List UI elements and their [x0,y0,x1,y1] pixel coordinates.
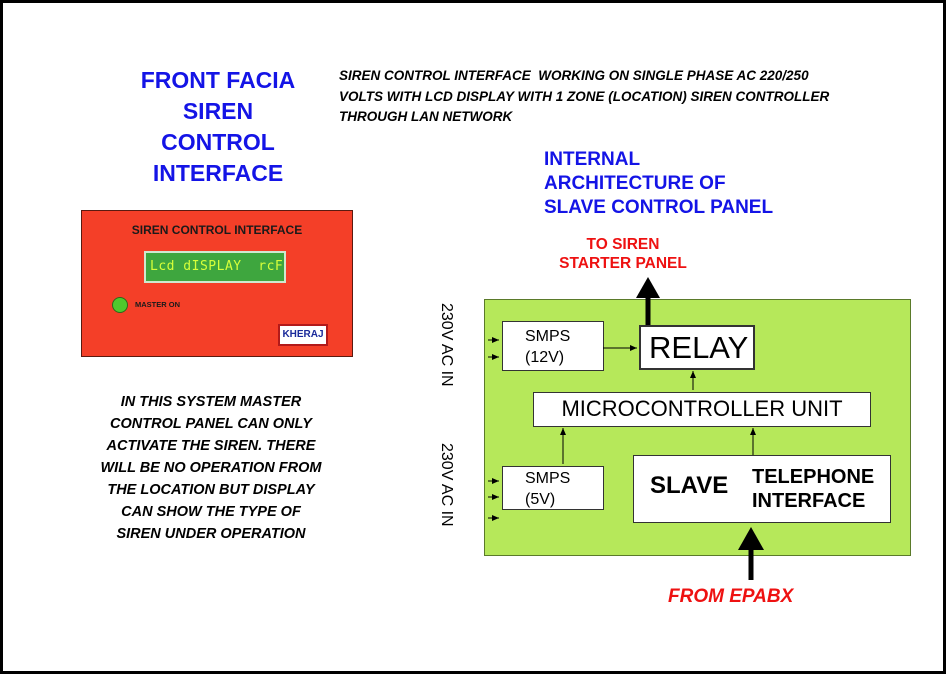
note-line: CONTROL PANEL CAN ONLY [110,416,312,432]
architecture-title-line: SLAVE CONTROL PANEL [544,197,774,218]
panel-label: SIREN CONTROL INTERFACE [131,223,303,237]
relay-block: RELAY [639,325,755,370]
note-line: IN THIS SYSTEM MASTER [120,394,302,410]
front-facia-title-line: INTERFACE [152,160,284,186]
telephone-interface-label: TELEPHONE INTERFACE [752,465,874,513]
interface-line: INTERFACE [752,490,866,512]
telephone-line: TELEPHONE [752,466,875,488]
description-line: VOLTS WITH LCD DISPLAY WITH 1 ZONE (LOCA… [339,88,830,104]
front-facia-title: FRONT FACIA SIREN CONTROL INTERFACE [113,65,323,189]
to-siren-label: TO SIREN STARTER PANEL [548,235,698,273]
slave-label: SLAVE [650,472,729,499]
front-facia-title-line: FRONT FACIA [140,67,296,93]
microcontroller-block: MICROCONTROLLER UNIT [533,392,871,427]
relay-to-siren-arrowhead [636,277,660,298]
note-line: CAN SHOW THE TYPE OF [121,504,301,520]
note-line: ACTIVATE THE SIREN. THERE [106,438,316,454]
from-epabx-label: FROM EPABX [668,586,794,607]
lcd-display: Lcd dISPLAY rcF [144,251,286,283]
brand-logo: KHERAJ [278,324,328,346]
description-line: THROUGH LAN NETWORK [339,109,513,124]
architecture-title-line: INTERNAL [544,149,641,170]
to-siren-line: STARTER PANEL [559,255,687,272]
smps-5v-line1: SMPS [525,470,571,487]
front-facia-title-line: CONTROL [161,129,275,155]
note-line: THE LOCATION BUT DISPLAY [107,482,315,498]
smps-5v-line2: (5V) [525,491,556,508]
architecture-title-line: ARCHITECTURE OF [544,173,726,194]
architecture-title: INTERNAL ARCHITECTURE OF SLAVE CONTROL P… [544,148,844,220]
led-label: MASTER ON [135,300,180,309]
system-description: SIREN CONTROL INTERFACE WORKING ON SINGL… [339,66,939,128]
slave-telephone-interface-block: SLAVE TELEPHONE INTERFACE [633,455,891,523]
slave-control-panel: SMPS (12V) RELAY MICROCONTROLLER UNIT SM… [484,299,911,556]
epabx-to-slave-arrowhead [738,527,764,550]
smps-12v-block: SMPS (12V) [502,321,604,371]
note-line: WILL BE NO OPERATION FROM [100,460,322,476]
note-line: SIREN UNDER OPERATION [116,526,306,542]
connector-arrows [488,277,764,580]
front-facia-title-line: SIREN [182,98,254,124]
smps-12v-line2: (12V) [525,349,565,366]
smps-5v-block: SMPS (5V) [502,466,604,510]
smps-12v-line1: SMPS [525,328,571,345]
master-on-led-icon [112,297,128,313]
front-facia-panel: SIREN CONTROL INTERFACE Lcd dISPLAY rcF … [81,210,353,357]
to-siren-line: TO SIREN [586,236,660,253]
system-note: IN THIS SYSTEM MASTER CONTROL PANEL CAN … [75,391,347,545]
description-line: SIREN CONTROL INTERFACE WORKING ON SINGL… [339,68,809,83]
